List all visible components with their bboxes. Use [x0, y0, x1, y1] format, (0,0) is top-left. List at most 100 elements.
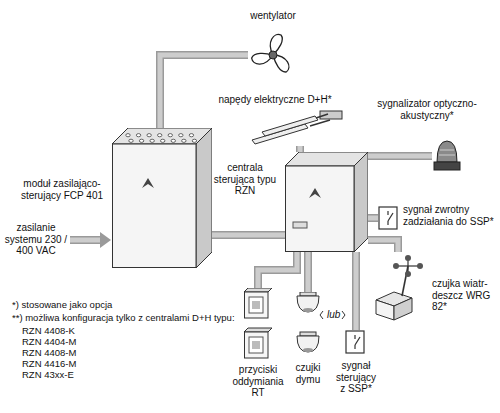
- node-label: sygnalizator optyczno-akustyczny*: [372, 98, 482, 121]
- drawing-part: [286, 166, 355, 252]
- drawing-part: [249, 297, 263, 313]
- cable-stroke: [368, 240, 398, 252]
- model-list-item: RZN 4404-M: [22, 337, 76, 348]
- feedback-signal-icon: [378, 206, 398, 230]
- cable-stroke: [354, 252, 359, 330]
- drawing-part: [300, 292, 316, 296]
- drawing-part: [346, 331, 364, 353]
- drawing-part: [196, 128, 212, 268]
- cable-stroke: [352, 252, 360, 330]
- drawing-part: [182, 139, 186, 142]
- model-list-item: RZN 43xx-E: [22, 370, 74, 381]
- or-chevron: [320, 311, 323, 319]
- drawing-part: [303, 308, 313, 312]
- node-label: centrala sterująca typu RZN: [209, 162, 281, 197]
- drawing-part: [142, 178, 154, 188]
- actuator-group-icon: [250, 110, 345, 146]
- beacon: sygnalizator optyczno-akustyczny*: [432, 138, 462, 172]
- drawing-part: [161, 139, 165, 142]
- release-buttons-icon: [244, 288, 272, 360]
- node-label: przyciski oddymiania RT: [230, 364, 286, 399]
- power-feed: [70, 236, 101, 244]
- drawing-part: [300, 332, 316, 336]
- cable-stroke: [258, 252, 297, 288]
- drawing-part: [379, 207, 397, 229]
- cable-connector: [258, 252, 297, 288]
- drawing-part: [417, 263, 423, 269]
- power-module: moduł zasilająco-sterujący FCP 401: [112, 128, 212, 268]
- drawing-part: [168, 134, 172, 137]
- drawing-part: [158, 134, 162, 137]
- drawing-part: [394, 298, 412, 320]
- node-label: sygnał sterujący z SSP*: [333, 360, 379, 395]
- smoke-detectors: czujki dymu: [294, 292, 322, 356]
- cable-connector: [368, 240, 398, 252]
- node-label: sygnał zwrotny zadziałania do SSP*: [403, 204, 495, 227]
- drawing-part: [354, 345, 355, 349]
- beacon-icon: [432, 138, 462, 172]
- footnote: **) możliwa konfiguracja tylko z central…: [12, 313, 235, 324]
- drawing-part: [171, 139, 175, 142]
- or-label: lub: [327, 309, 340, 321]
- footnote: *) stosowane jako opcja: [12, 300, 112, 311]
- model-list-item: RZN 4408-K: [22, 326, 75, 337]
- drawing-part: [150, 139, 154, 142]
- cable-stroke: [258, 252, 297, 288]
- cable-stroke: [368, 216, 378, 221]
- cable-connector: [212, 235, 285, 236]
- drawing-part: [189, 134, 193, 137]
- cable-connector: [356, 252, 357, 330]
- drawing-part: [405, 255, 411, 261]
- cable-stroke: [296, 146, 304, 152]
- cable-stroke: [368, 214, 378, 222]
- power-module-icon: [112, 128, 212, 268]
- cable-stroke: [304, 252, 312, 292]
- fan-unit-icon: [248, 30, 298, 80]
- power-feed-core: [70, 238, 101, 243]
- fan-unit: wentylator: [248, 30, 298, 80]
- drawing-part: [303, 348, 313, 352]
- cable-stroke: [368, 240, 398, 252]
- drawing-part: [252, 301, 260, 309]
- cable-stroke: [368, 154, 432, 159]
- drawing-part: [387, 221, 388, 225]
- node-label: wentylator: [223, 10, 323, 22]
- cable-connector: [160, 55, 248, 128]
- drawing-part: [112, 128, 212, 144]
- drawing-part: [405, 271, 411, 277]
- wind-rain-sensor: czujka wiatr-deszcz WRG 82*: [372, 252, 428, 322]
- drawing-part: [439, 150, 455, 155]
- drawing-part: [434, 162, 460, 170]
- node-label: napędy elektryczne D+H*: [205, 94, 345, 106]
- drawing-part: [244, 288, 272, 292]
- drawing-part: [129, 139, 133, 142]
- drawing-part: [310, 120, 330, 126]
- drawing-part: [113, 144, 197, 268]
- drawing-part: [245, 292, 269, 318]
- node-label: moduł zasilająco-sterujący FCP 401: [14, 178, 110, 201]
- control-panel-icon: [285, 152, 368, 252]
- drawing-part: [387, 211, 388, 215]
- model-list-item: RZN 4416-M: [22, 359, 76, 370]
- drawing-part: [316, 114, 328, 118]
- cable-stroke: [298, 146, 303, 152]
- control-panel: centrala sterująca typu RZN: [285, 152, 368, 252]
- power-arrowhead: [100, 232, 111, 248]
- drawing-part: [147, 134, 151, 137]
- cable-connector: [300, 146, 301, 152]
- cable-connector: [368, 156, 432, 157]
- control-signal: sygnał sterujący z SSP*: [345, 330, 367, 356]
- drawing-part: [297, 296, 319, 312]
- smoke-detectors-icon: [294, 292, 322, 356]
- drawing-part: [355, 337, 360, 345]
- feedback-signal: sygnał zwrotny zadziałania do SSP*: [378, 206, 398, 230]
- cable-stroke: [212, 233, 285, 238]
- drawing-part: [244, 328, 272, 332]
- drawing-part: [376, 300, 394, 320]
- cable-connector: [308, 252, 309, 292]
- node-label: czujki dymu: [290, 362, 326, 385]
- drawing-part: [354, 335, 355, 339]
- cable-stroke: [160, 55, 248, 128]
- actuator-group: napędy elektryczne D+H*: [250, 110, 345, 146]
